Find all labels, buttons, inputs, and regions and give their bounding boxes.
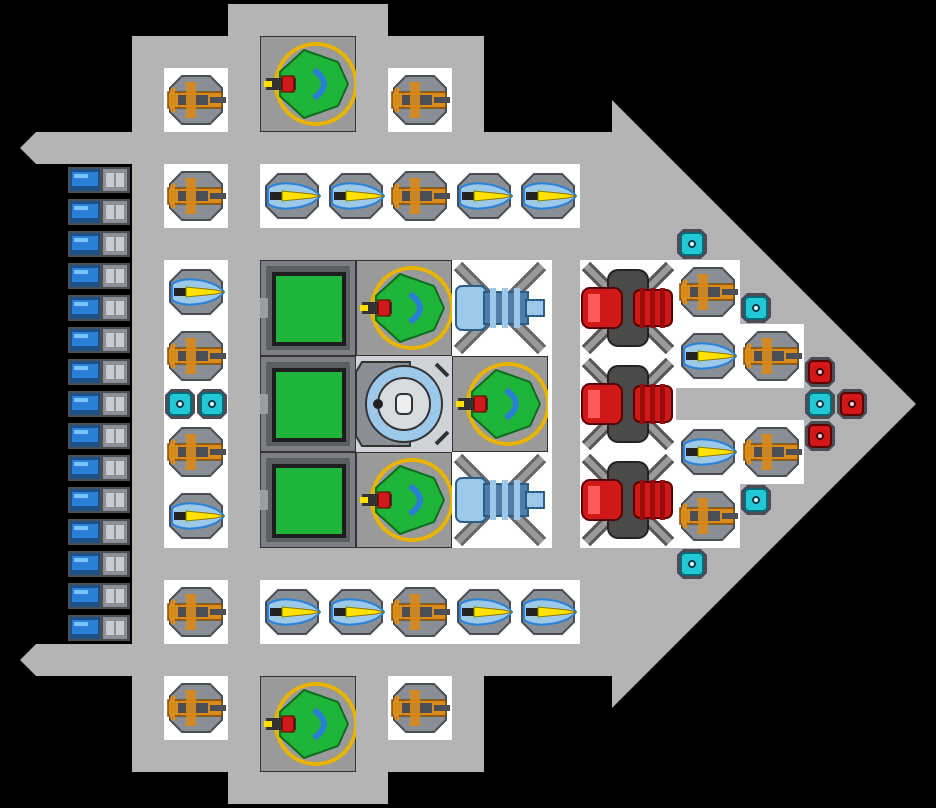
- plasma-cannon-icon[interactable]: [164, 676, 228, 740]
- battery-cell-icon[interactable]: [66, 324, 132, 356]
- plasma-cannon-icon[interactable]: [740, 324, 804, 388]
- laser-turret-icon[interactable]: [452, 580, 516, 644]
- battery-cell-icon[interactable]: [66, 548, 132, 580]
- laser-turret-icon[interactable]: [452, 164, 516, 228]
- laser-turret-icon[interactable]: [164, 484, 228, 548]
- battery-cell-icon[interactable]: [66, 484, 132, 516]
- battery-cell-icon[interactable]: [66, 164, 132, 196]
- cyan-node-icon[interactable]: [804, 388, 836, 420]
- reactor-dome-icon[interactable]: [356, 356, 452, 452]
- laser-turret-icon[interactable]: [164, 260, 228, 324]
- battery-cell-icon[interactable]: [66, 612, 132, 644]
- armor-block-icon[interactable]: [260, 452, 356, 548]
- heavy-engine-icon[interactable]: [580, 452, 676, 548]
- cyan-node-icon[interactable]: [164, 388, 196, 420]
- battery-cell-icon[interactable]: [66, 580, 132, 612]
- laser-turret-icon[interactable]: [516, 164, 580, 228]
- red-node-icon[interactable]: [804, 356, 836, 388]
- plasma-cannon-icon[interactable]: [164, 324, 228, 388]
- battery-cell-icon[interactable]: [66, 356, 132, 388]
- laser-turret-icon[interactable]: [676, 324, 740, 388]
- armor-block-icon[interactable]: [260, 260, 356, 356]
- plasma-cannon-icon[interactable]: [164, 420, 228, 484]
- plasma-cannon-icon[interactable]: [164, 580, 228, 644]
- cyan-node-icon[interactable]: [196, 388, 228, 420]
- heavy-engine-icon[interactable]: [580, 260, 676, 356]
- gunship-core-icon[interactable]: [260, 36, 356, 132]
- laser-turret-icon[interactable]: [324, 164, 388, 228]
- laser-turret-icon[interactable]: [260, 164, 324, 228]
- armor-block-icon[interactable]: [260, 356, 356, 452]
- battery-cell-icon[interactable]: [66, 516, 132, 548]
- plasma-cannon-icon[interactable]: [388, 68, 452, 132]
- battery-cell-icon[interactable]: [66, 292, 132, 324]
- gunship-core-icon[interactable]: [452, 356, 548, 452]
- plasma-cannon-icon[interactable]: [388, 676, 452, 740]
- plasma-cannon-icon[interactable]: [676, 484, 740, 548]
- cyan-node-icon[interactable]: [676, 228, 708, 260]
- plasma-cannon-icon[interactable]: [676, 260, 740, 324]
- red-node-icon[interactable]: [804, 420, 836, 452]
- heavy-engine-icon[interactable]: [580, 356, 676, 452]
- plasma-cannon-icon[interactable]: [740, 420, 804, 484]
- plasma-cannon-icon[interactable]: [388, 164, 452, 228]
- laser-turret-icon[interactable]: [324, 580, 388, 644]
- cyan-node-icon[interactable]: [676, 548, 708, 580]
- battery-cell-icon[interactable]: [66, 420, 132, 452]
- plasma-cannon-icon[interactable]: [164, 68, 228, 132]
- cyan-node-icon[interactable]: [740, 292, 772, 324]
- gunship-core-icon[interactable]: [356, 452, 452, 548]
- ion-thruster-icon[interactable]: [452, 452, 548, 548]
- laser-turret-icon[interactable]: [676, 420, 740, 484]
- ion-thruster-icon[interactable]: [452, 260, 548, 356]
- laser-turret-icon[interactable]: [516, 580, 580, 644]
- gunship-core-icon[interactable]: [260, 676, 356, 772]
- red-node-icon[interactable]: [836, 388, 868, 420]
- battery-cell-icon[interactable]: [66, 228, 132, 260]
- battery-cell-icon[interactable]: [66, 196, 132, 228]
- battery-cell-icon[interactable]: [66, 452, 132, 484]
- battery-cell-icon[interactable]: [66, 260, 132, 292]
- cyan-node-icon[interactable]: [740, 484, 772, 516]
- laser-turret-icon[interactable]: [260, 580, 324, 644]
- battery-cell-icon[interactable]: [66, 388, 132, 420]
- gunship-core-icon[interactable]: [356, 260, 452, 356]
- plasma-cannon-icon[interactable]: [388, 580, 452, 644]
- plasma-cannon-icon[interactable]: [164, 164, 228, 228]
